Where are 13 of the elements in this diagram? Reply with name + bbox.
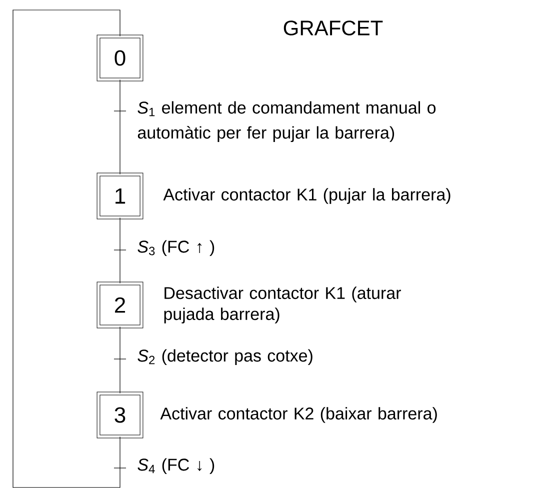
- transition-label: S$_{1}$ element de comandament manual o automàtic per fer pujar la barrera): [138, 101, 436, 142]
- step-box: 2: [96, 282, 144, 328]
- transition-label: S$_{3}$ (FC ↑ ): [138, 240, 214, 256]
- step-box: 0: [96, 34, 144, 82]
- title: GRAFCET: [284, 20, 383, 36]
- action-text: Desactivar contactor K1 (aturar pujada barrera): [164, 286, 401, 324]
- action-text: Activar contactor K2 (baixar barrera): [160, 407, 437, 423]
- transition-label: S$_{4}$ (FC ↓ ): [138, 458, 214, 474]
- step-box: 3: [96, 392, 144, 438]
- action-text: Activar contactor K1 (pujar la barrera): [163, 188, 450, 204]
- transition-label: S$_{2}$ (detector pas cotxe): [138, 349, 312, 366]
- step-box: 1: [96, 172, 144, 220]
- connector-line: [12, 10, 120, 488]
